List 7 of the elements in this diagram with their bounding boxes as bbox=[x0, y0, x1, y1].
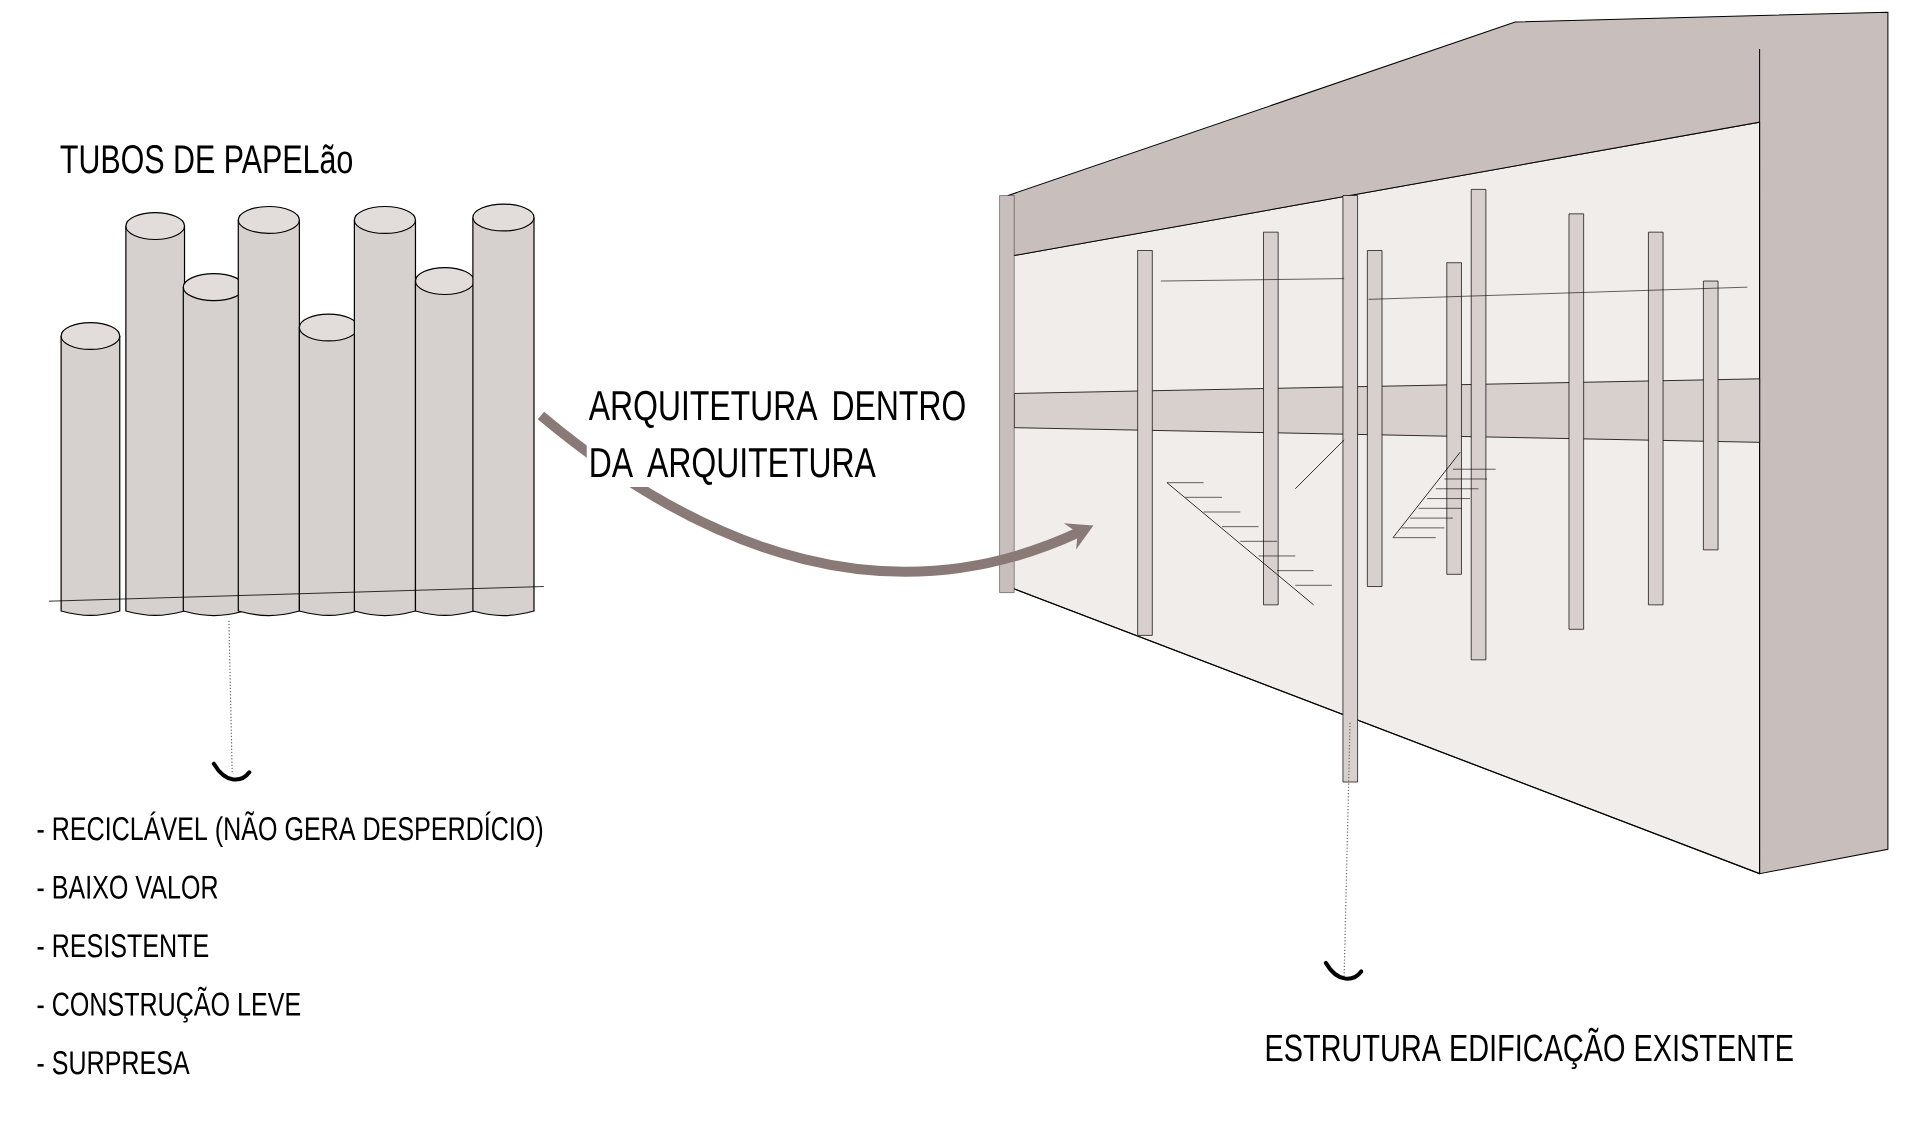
caption: ESTRUTURA EDIFICAÇÃO EXISTENTE bbox=[1266, 1027, 1793, 1070]
leader-line bbox=[228, 619, 233, 774]
heading: TUBOS DE PAPELão bbox=[60, 144, 352, 174]
building-drawing bbox=[999, 11, 1889, 875]
leader-line bbox=[1343, 720, 1351, 978]
feature-list: - RECICLÁVEL (NÃO GERA DESPERDÍCIO) - BAIXO VALOR - RESISTENTE - CONSTRUÇÃO LEVE - SURPRESA bbox=[37, 811, 543, 1075]
edge-label: ARQUITETURA DENTRO DA ARQUITETURA bbox=[586, 388, 991, 488]
